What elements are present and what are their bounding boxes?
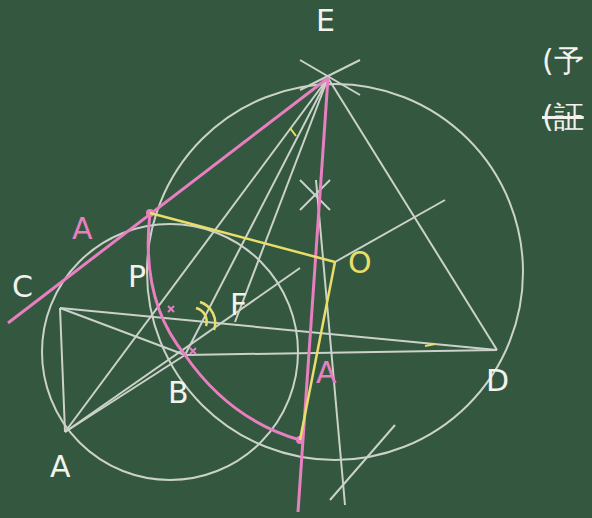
point-label: O [348, 248, 372, 278]
point-label: P [128, 262, 146, 292]
point-label: F [230, 290, 247, 320]
point-label: (予 [542, 46, 584, 76]
point-label: A [316, 358, 337, 388]
point-label: A [72, 214, 93, 244]
point-label: C [12, 272, 33, 302]
point-label: D [486, 366, 509, 396]
point-label: E [316, 6, 335, 36]
point-label: (証 [542, 102, 584, 132]
point-label: B [168, 378, 189, 408]
point-label: A [50, 452, 71, 482]
